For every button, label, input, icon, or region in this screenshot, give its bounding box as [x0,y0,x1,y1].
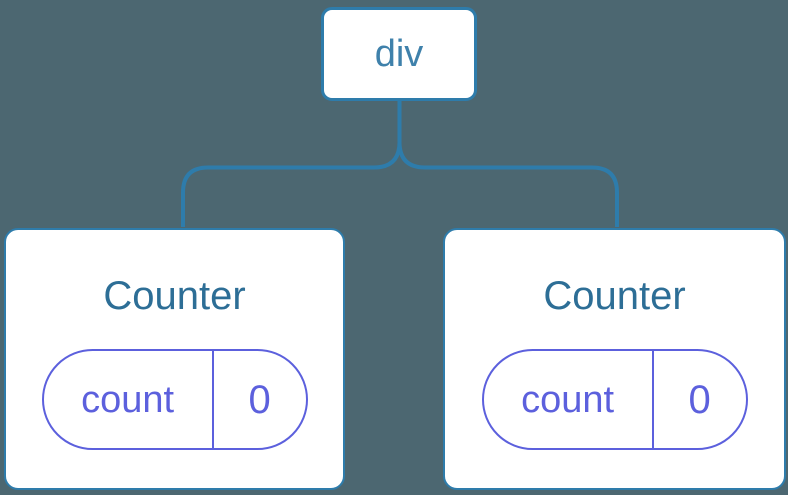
state-value-cell: 0 [654,351,746,448]
state-value: 0 [248,377,271,422]
state-pill: count 0 [481,349,748,450]
state-key-cell: count [484,351,654,448]
component-title: Counter [103,274,246,318]
state-key-cell: count [44,351,214,448]
state-key: count [81,378,175,421]
state-pill: count 0 [41,349,308,450]
counter-card-left: Counter count 0 [4,228,345,490]
state-value: 0 [688,377,711,422]
connector-left-branch [181,101,402,227]
counter-card-right: Counter count 0 [443,228,786,490]
state-key: count [521,378,615,421]
connector-right-branch [397,101,619,227]
root-node: div [321,7,477,101]
root-node-label: div [374,33,424,75]
component-title: Counter [543,274,686,318]
state-value-cell: 0 [214,351,306,448]
